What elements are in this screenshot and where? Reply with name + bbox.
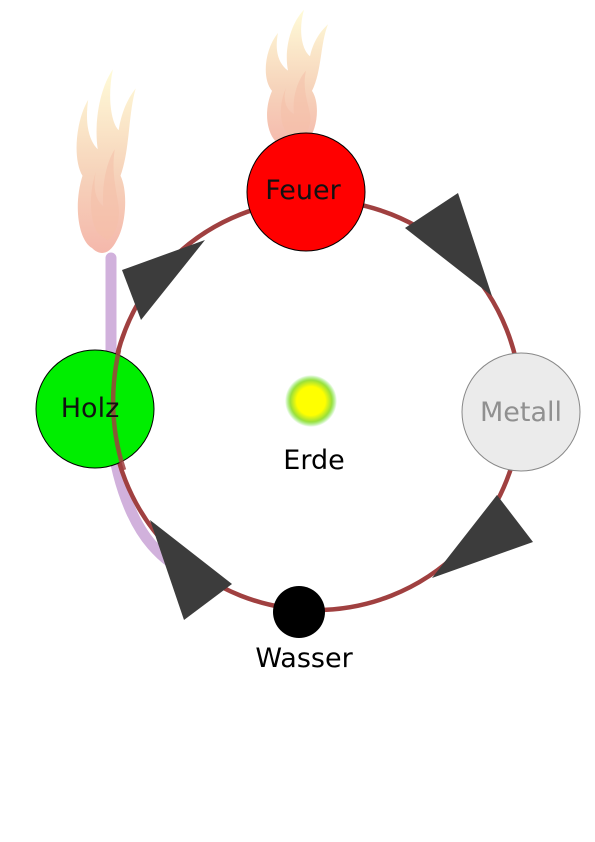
flame-icon-left [76, 69, 136, 253]
water-label: Wasser [255, 643, 353, 674]
metal-circle [461, 352, 581, 472]
metal-label: Metall [480, 397, 562, 428]
wood-label: Holz [61, 393, 120, 424]
earth-label: Erde [283, 445, 344, 476]
arrow-wood-to-fire [122, 240, 205, 320]
fire-circle [246, 132, 366, 252]
arrow-water-to-wood [150, 520, 232, 620]
flame-icon-top [265, 9, 328, 150]
wood-circle [35, 349, 155, 469]
arrow-fire-to-metal [405, 193, 492, 296]
arrow-metal-to-water [432, 495, 533, 578]
water-circle [273, 586, 325, 638]
fire-label: Feuer [265, 175, 341, 206]
earth-dot [285, 375, 337, 427]
cycle-ring-over-wood [110, 349, 127, 471]
